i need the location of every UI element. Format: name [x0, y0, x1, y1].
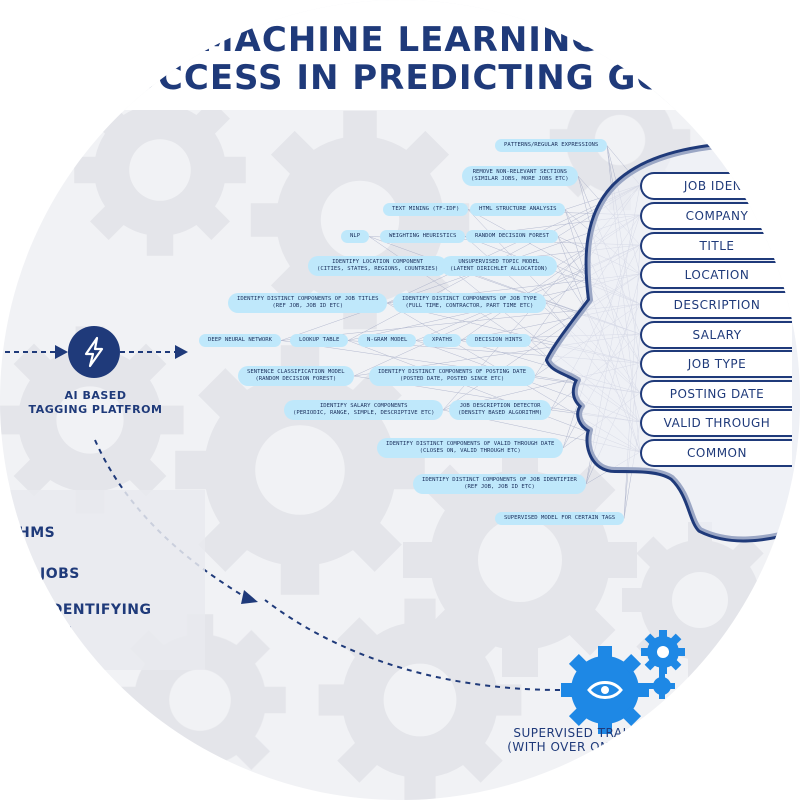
pill-text-line: HTML STRUCTURE ANALYSIS: [479, 206, 557, 212]
pill-text-line: (FULL TIME, CONTRACTOR, PART TIME ETC): [405, 303, 534, 309]
tag-title: TITLE: [640, 232, 792, 260]
left-list-item: HMS: [18, 525, 56, 541]
pill-text-line: PATTERNS/REGULAR EXPRESSIONS: [504, 142, 599, 148]
supervised-label: SUPERVISED TRAI (WITH OVER ONE M: [470, 726, 670, 754]
pill-xpaths: XPATHS: [423, 334, 462, 347]
title-band: [0, 0, 800, 110]
supervised-label-line2: (WITH OVER ONE M: [507, 740, 633, 754]
pill-text-line: IDENTIFY DISTINCT COMPONENTS OF JOB TYPE: [402, 296, 537, 302]
pill-text-line: (RANDOM DECISION FOREST): [255, 376, 337, 382]
left-list-item: S: [65, 625, 73, 636]
tag-description: DESCRIPTION: [640, 291, 792, 319]
pill-deep-nn: DEEP NEURAL NETWORK: [199, 334, 281, 347]
left-list-item: JOBS: [40, 566, 80, 582]
pill-posting-date: IDENTIFY DISTINCT COMPONENTS OF POSTING …: [369, 366, 536, 386]
pill-text-line: REMOVE NON-RELEVANT SECTIONS: [472, 169, 567, 175]
pill-text-line: IDENTIFY DISTINCT COMPONENTS OF JOB TITL…: [237, 296, 379, 302]
tag-salary: SALARY: [640, 321, 792, 349]
platform-label-line2: TAGGING PLATFROM: [28, 403, 163, 416]
pill-job-identifier: IDENTIFY DISTINCT COMPONENTS OF JOB IDEN…: [413, 474, 586, 494]
pill-text-line: LOOKUP TABLE: [299, 337, 340, 343]
pill-text-line: TEXT MINING (TF-IDF): [392, 206, 460, 212]
pill-job-titles: IDENTIFY DISTINCT COMPONENTS OF JOB TITL…: [228, 293, 388, 313]
pill-text-line: (CITIES, STATES, REGIONS, COUNTRIES): [317, 266, 439, 272]
title-line-2: SUCCESS IN PREDICTING GOO: [103, 58, 697, 98]
pill-text-line: IDENTIFY SALARY COMPONENTS: [319, 403, 408, 409]
supervised-label-line1: SUPERVISED TRAI: [513, 726, 627, 740]
pill-text-line: XPATHS: [432, 337, 453, 343]
pill-text-mining: TEXT MINING (TF-IDF): [383, 203, 469, 216]
pill-text-line: NLP: [350, 233, 361, 239]
pill-html-structure: HTML STRUCTURE ANALYSIS: [470, 203, 566, 216]
pill-patterns: PATTERNS/REGULAR EXPRESSIONS: [495, 139, 608, 152]
platform-label: AI BASED TAGGING PLATFROM: [28, 389, 163, 417]
pill-remove-sections: REMOVE NON-RELEVANT SECTIONS(SIMILAR JOB…: [462, 166, 578, 186]
pill-text-line: (DENSITY BASED ALGORITHM): [458, 410, 543, 416]
pill-topic-model: UNSUPERVISED TOPIC MODEL(LATENT DIRICHLE…: [441, 256, 557, 276]
eye-icon: [587, 681, 623, 699]
pill-lookup: LOOKUP TABLE: [290, 334, 349, 347]
title-line-1: E MACHINE LEARNING T: [162, 20, 638, 60]
pill-text-line: DEEP NEURAL NETWORK: [208, 337, 272, 343]
pill-text-line: JOB DESCRIPTION DETECTOR: [459, 403, 541, 409]
pill-text-line: (SIMILAR JOBS, MORE JOBS ETC): [471, 176, 569, 182]
platform-label-line1: AI BASED: [64, 389, 127, 402]
pill-decision-hints: DECISION HINTS: [466, 334, 532, 347]
pill-supervised-model: SUPERVISED MODEL FOR CERTAIN TAGS: [495, 512, 625, 525]
pill-location-component: IDENTIFY LOCATION COMPONENT(CITIES, STAT…: [308, 256, 448, 276]
pill-job-type: IDENTIFY DISTINCT COMPONENTS OF JOB TYPE…: [393, 293, 546, 313]
pill-text-line: (REF JOB, JOB ID ETC): [464, 484, 535, 490]
pill-salary: IDENTIFY SALARY COMPONENTS(PERIODIC, RAN…: [284, 400, 444, 420]
pill-text-line: RANDOM DECISION FOREST: [475, 233, 550, 239]
left-list-item: IDENTIFYING: [45, 602, 152, 618]
pill-text-line: UNSUPERVISED TOPIC MODEL: [458, 259, 540, 265]
tag-posting-date: POSTING DATE: [640, 380, 792, 408]
pill-random-forest: RANDOM DECISION FOREST: [466, 230, 559, 243]
pill-weighting: WEIGHTING HEURISTICS: [380, 230, 466, 243]
pill-text-line: IDENTIFY LOCATION COMPONENT: [332, 259, 424, 265]
pill-ngram: N-GRAM MODEL: [358, 334, 417, 347]
pill-text-line: SENTENCE CLASSIFICATION MODEL: [247, 369, 345, 375]
pill-text-line: N-GRAM MODEL: [367, 337, 408, 343]
platform-node: [68, 326, 120, 378]
pill-text-line: WEIGHTING HEURISTICS: [389, 233, 457, 239]
pill-text-line: SUPERVISED MODEL FOR CERTAIN TAGS: [504, 515, 616, 521]
pill-text-line: IDENTIFY DISTINCT COMPONENTS OF JOB IDEN…: [422, 477, 577, 483]
pill-text-line: (CLOSES ON, VALID THROUGH ETC): [419, 448, 521, 454]
pill-text-line: (LATENT DIRICHLET ALLOCATION): [450, 266, 548, 272]
tag-valid-through: VALID THROUGH: [640, 409, 792, 437]
tag-location: LOCATION: [640, 261, 792, 289]
pill-valid-through: IDENTIFY DISTINCT COMPONENTS OF VALID TH…: [377, 438, 564, 458]
pill-text-line: (REF JOB, JOB ID ETC): [272, 303, 344, 309]
left-panel: [0, 490, 205, 670]
connector-line: [280, 214, 641, 341]
pill-text-line: (POSTED DATE, POSTED SINCE ETC): [399, 376, 505, 382]
pill-text-line: IDENTIFY DISTINCT COMPONENTS OF POSTING …: [378, 369, 527, 375]
pill-text-line: DECISION HINTS: [475, 337, 523, 343]
pill-job-description: JOB DESCRIPTION DETECTOR(DENSITY BASED A…: [449, 400, 552, 420]
tag-job-type: JOB TYPE: [640, 350, 792, 378]
tag-job-identifier: JOB IDENT: [640, 172, 792, 200]
lightning-icon: [84, 336, 104, 368]
tag-common: COMMON: [640, 439, 792, 467]
pill-text-line: IDENTIFY DISTINCT COMPONENTS OF VALID TH…: [386, 441, 555, 447]
pill-text-line: (PERIODIC, RANGE, SIMPLE, DESCRIPTIVE ET…: [293, 410, 435, 416]
pill-nlp: NLP: [341, 230, 370, 243]
tag-company: COMPANY: [640, 202, 792, 230]
pill-sentence-classification: SENTENCE CLASSIFICATION MODEL(RANDOM DEC…: [238, 366, 354, 386]
